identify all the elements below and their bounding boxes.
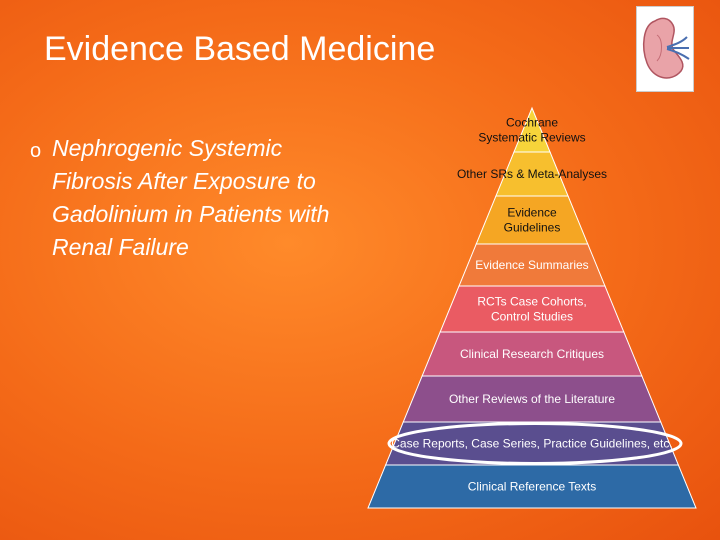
pyramid-level-label: Evidence: [507, 206, 557, 220]
pyramid-level: Other Reviews of the Literature: [403, 376, 660, 422]
pyramid-level: Case Reports, Case Series, Practice Guid…: [386, 422, 681, 465]
pyramid-level-label: Control Studies: [491, 310, 573, 324]
pyramid-level-label: Evidence Summaries: [475, 258, 588, 272]
pyramid-level-label: RCTs Case Cohorts,: [477, 295, 586, 309]
pyramid-level-label: Cochrane: [506, 116, 558, 130]
pyramid-level-label: Guidelines: [504, 221, 561, 235]
pyramid-level-label: Clinical Reference Texts: [468, 480, 597, 494]
pyramid-level: Clinical Research Critiques: [422, 332, 642, 376]
pyramid-level: RCTs Case Cohorts,Control Studies: [440, 286, 624, 332]
pyramid-level: Clinical Reference Texts: [368, 465, 696, 508]
pyramid-level-label: Clinical Research Critiques: [460, 347, 604, 361]
pyramid-level-label: Systematic Reviews: [478, 131, 585, 145]
pyramid-level-label: Other Reviews of the Literature: [449, 392, 615, 406]
pyramid-level-label: Case Reports, Case Series, Practice Guid…: [391, 437, 672, 451]
pyramid-level: Evidence Summaries: [459, 244, 605, 286]
pyramid-level-label: Other SRs & Meta-Analyses: [457, 167, 607, 181]
pyramid-level: Other SRs & Meta-Analyses: [457, 152, 607, 196]
